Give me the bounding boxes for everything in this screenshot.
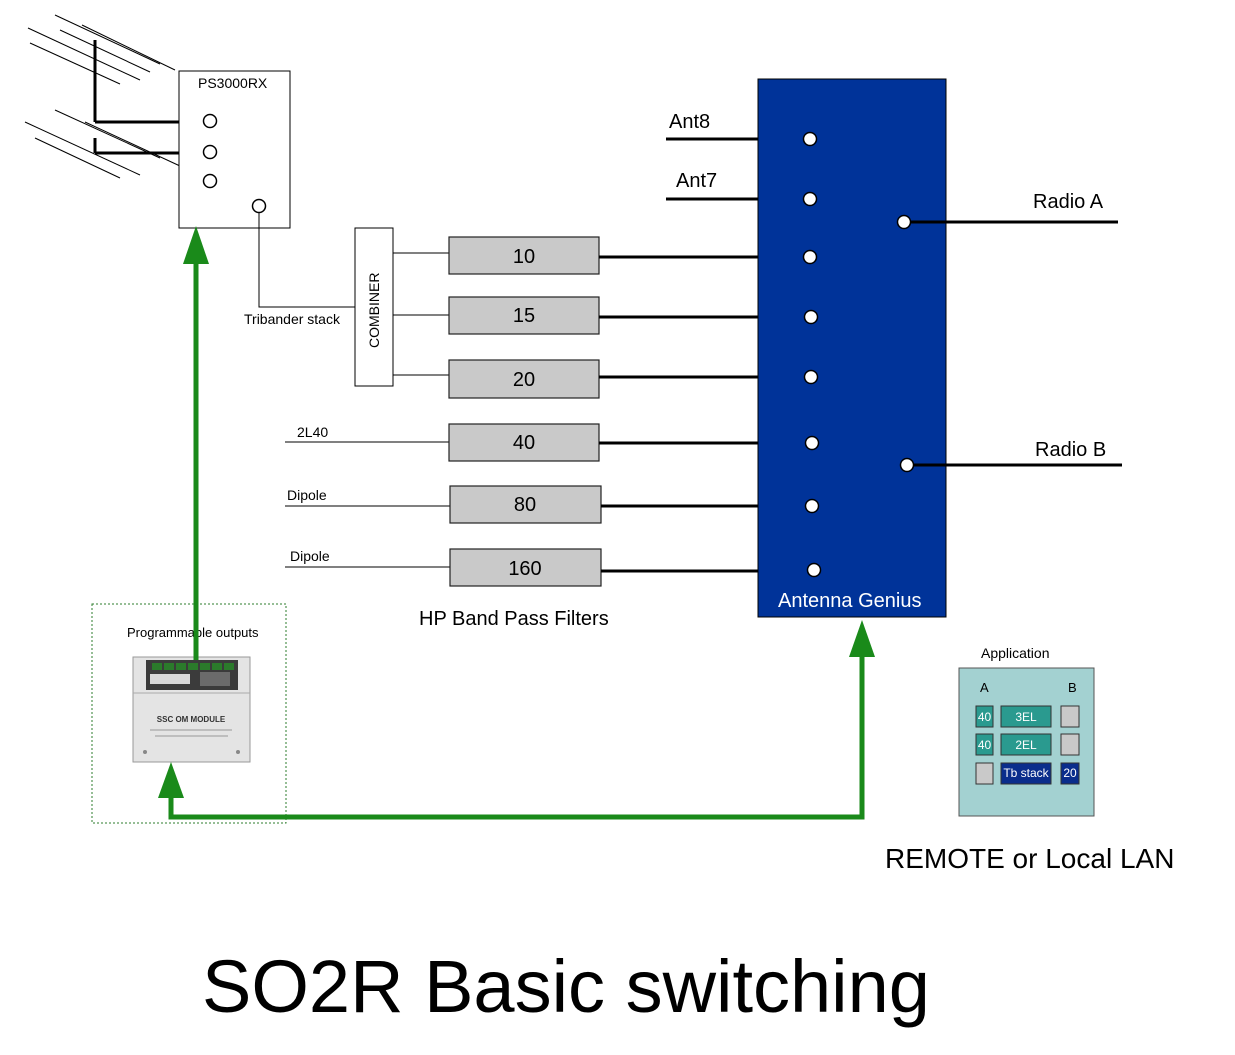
app-row2-a-cell[interactable] (975, 733, 994, 756)
filter-15-label: 15 (513, 305, 535, 327)
ssc-om-module-icon: SSC OM MODULE (132, 656, 251, 763)
ps3000rx-port-1 (202, 113, 218, 129)
application-col-a-label: A (980, 680, 989, 695)
ant7-label: Ant7 (676, 170, 717, 192)
ps3000rx-port-3 (202, 173, 218, 189)
app-row3-b-text: 20 (1063, 766, 1077, 780)
antenna-genius-box: Antenna Genius (757, 78, 947, 618)
filters-caption: HP Band Pass Filters (419, 608, 609, 630)
ps3000rx-port-out (251, 198, 267, 214)
combiner-box: COMBINER (354, 227, 394, 387)
app-row1-a-text: 40 (978, 710, 992, 724)
ag-port-80 (804, 498, 820, 514)
app-row3-b-cell[interactable] (1060, 762, 1080, 785)
ag-port-radio-a (896, 214, 912, 230)
filter-40-label: 40 (513, 432, 535, 454)
ag-port-ant7 (802, 191, 818, 207)
application-panel: A B 40 3EL 40 2EL Tb stack 20 (958, 667, 1095, 817)
ps3000rx-port-2 (202, 144, 218, 160)
filter-160: 160 (449, 548, 602, 587)
ag-port-ant8 (802, 131, 818, 147)
2l40-label: 2L40 (297, 424, 328, 440)
ps3000rx-label: PS3000RX (198, 75, 268, 91)
control-arrow-up-to-ps3000rx (183, 226, 209, 660)
app-row2-mid-text: 2EL (1015, 738, 1037, 752)
dipole-80-label: Dipole (287, 487, 327, 503)
filter-10: 10 (448, 236, 600, 275)
programmable-outputs-panel: Programmable outputs (91, 603, 287, 824)
module-name-label: SSC OM MODULE (157, 715, 226, 724)
app-row1-mid-cell[interactable] (1000, 705, 1052, 728)
app-row2-b-cell[interactable] (1060, 733, 1080, 756)
tribander-wire (258, 213, 355, 308)
page-title: SO2R Basic switching (202, 945, 930, 1028)
app-row1-b-cell[interactable] (1060, 705, 1080, 728)
ps3000rx-box: PS3000RX (178, 70, 291, 229)
filter-20: 20 (448, 359, 600, 399)
ag-port-20 (803, 369, 819, 385)
antenna-genius-label: Antenna Genius (778, 590, 921, 612)
app-row1-mid-text: 3EL (1015, 710, 1037, 724)
dipole-160-label: Dipole (290, 548, 330, 564)
ag-port-160 (806, 562, 822, 578)
app-row2-mid-cell[interactable] (1000, 733, 1052, 756)
app-row1-a-cell[interactable] (975, 705, 994, 728)
filter-160-label: 160 (508, 558, 541, 580)
ag-port-40 (804, 435, 820, 451)
app-row3-mid-text: Tb stack (1003, 766, 1049, 780)
filter-10-label: 10 (513, 246, 535, 268)
ag-port-radio-b (899, 457, 915, 473)
programmable-outputs-label: Programmable outputs (127, 625, 259, 640)
ant8-label: Ant8 (669, 111, 710, 133)
ag-port-15 (803, 309, 819, 325)
filter-40: 40 (448, 423, 600, 462)
application-col-b-label: B (1068, 680, 1077, 695)
application-label: Application (981, 645, 1050, 661)
app-row3-a-cell[interactable] (975, 762, 994, 785)
radio-a-label: Radio A (1033, 191, 1104, 213)
filter-20-label: 20 (513, 369, 535, 391)
filter-80-label: 80 (514, 494, 536, 516)
app-row3-mid-cell[interactable] (1000, 762, 1052, 785)
combiner-label: COMBINER (366, 273, 382, 348)
radio-b-label: Radio B (1035, 439, 1106, 461)
filter-80: 80 (449, 485, 602, 524)
tribander-label: Tribander stack (244, 311, 341, 327)
ag-port-10 (802, 249, 818, 265)
app-row2-a-text: 40 (978, 738, 992, 752)
network-label: REMOTE or Local LAN (885, 843, 1174, 874)
filter-15: 15 (448, 296, 600, 335)
control-link-lan (158, 620, 875, 820)
